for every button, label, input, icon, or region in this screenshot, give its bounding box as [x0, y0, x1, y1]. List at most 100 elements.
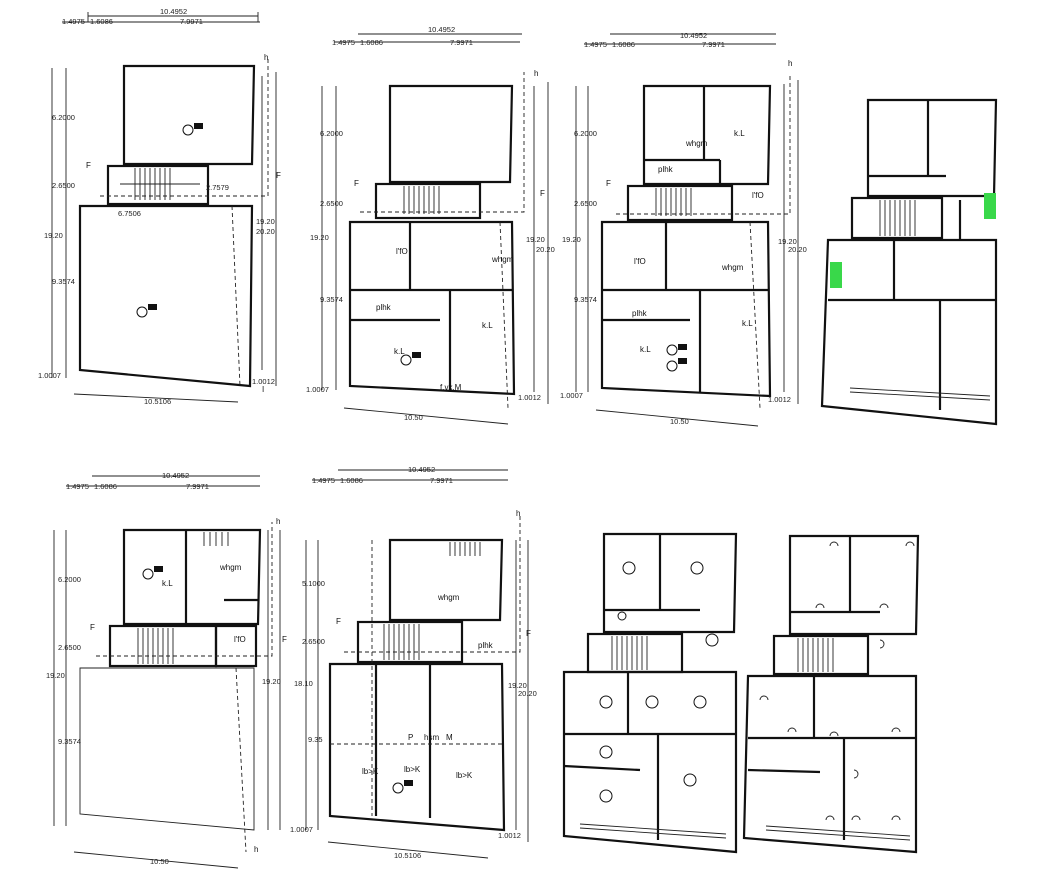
plan-3-dim-bottom: 10.50	[670, 417, 689, 426]
plan-4-highlight-window-1	[984, 193, 996, 219]
plan-1-dim-top: 10.4952	[160, 7, 187, 16]
plan-5-label-3: l'fO	[234, 635, 246, 644]
plan-5-dim-sub-a: 1.4975	[66, 482, 89, 491]
plan-6-label-7: lb>K	[404, 765, 421, 774]
plan-7-lighting-layout	[562, 532, 738, 854]
plan-2-dim-sub-a: 1.4975	[332, 38, 355, 47]
plan-5-drain-icon	[142, 566, 163, 580]
plan-5-marker-h1: h	[276, 517, 280, 526]
plan-5-dim-left-2: 2.6500	[58, 643, 81, 652]
plan-5-marker-f2: F	[282, 635, 287, 644]
plan-7-ceiling-lights	[599, 561, 719, 803]
plan-1-marker-f2: F	[276, 171, 281, 180]
plan-6-marker-f2: F	[526, 629, 531, 638]
plan-2-terrace	[388, 84, 514, 184]
plan-6-dim-left-1: 5.1000	[302, 579, 325, 588]
plan-1-stair-width: 6.7506	[118, 209, 141, 218]
plan-3-dim-left-3: 9.3574	[574, 295, 597, 304]
plan-1-stair-block	[106, 164, 210, 206]
plan-1-section-line-h	[100, 56, 269, 197]
plan-2-dim-sub-b: 1.6086	[360, 38, 383, 47]
plan-1-dim-right-b: 20.20	[256, 227, 275, 236]
plan-2-dim-left-2: 2.6500	[320, 199, 343, 208]
plan-1-dim-bottom: 10.5106	[144, 397, 171, 406]
plan-3-dim-right-b: 20.20	[788, 245, 807, 254]
plan-1-marker-f1: F	[86, 161, 91, 170]
plan-2-label-3: plhk	[376, 303, 392, 312]
plan-6-dim-left-2: 2.6500	[302, 637, 325, 646]
plan-6-label-5: M	[446, 733, 453, 742]
plan-3-dim-top: 10.4952	[680, 31, 707, 40]
plan-3-dim-corner: 1.0012	[768, 395, 791, 404]
plan-3-upper-rooms	[642, 84, 772, 186]
plan-1-stair-treads	[120, 168, 200, 200]
plan-1-stair-height: 2.7579	[206, 183, 229, 192]
plan-6-dim-bottom: 10.5106	[394, 851, 421, 860]
plan-3-label-4: l'fO	[752, 191, 764, 200]
plan-5-dim-sub-b: 1.6086	[94, 482, 117, 491]
plan-7-stair-treads	[611, 636, 648, 670]
plan-3-label-1: whgm	[685, 139, 708, 148]
plan-3-section-line-v	[749, 221, 761, 409]
plan-8-stair-treads	[797, 638, 834, 672]
plan-6-stair-treads-top	[449, 542, 481, 556]
plan-5-section-line-v	[235, 667, 247, 853]
plan-3-section-line-h	[616, 74, 791, 215]
plan-6-dim-sub-a: 1.4975	[312, 476, 335, 485]
plan-1-dim-sub-a: 1.4975	[62, 17, 85, 26]
plan-1-section-line-v	[231, 205, 241, 387]
plan-3-upper-walls	[644, 86, 722, 184]
plan-6-dim-right-b: 20.20	[518, 689, 537, 698]
plan-6-label-8: lb>K	[456, 771, 473, 780]
plan-5-dim-left-3: 9.3574	[58, 737, 81, 746]
plan-6-marker-f1: F	[336, 617, 341, 626]
plan-4-stair-block	[850, 196, 944, 240]
plan-6-section-line-h	[344, 514, 521, 653]
plan-6-dim-total-left: 18.10	[294, 679, 313, 688]
plan-5-upper-rooms	[122, 528, 262, 626]
plan-1-roof-upper	[122, 64, 256, 166]
plan-2-dim-total-left: 19.20	[310, 233, 329, 242]
plan-5-stair-treads	[137, 532, 229, 664]
plan-3-marker-h: h	[788, 59, 792, 68]
plan-3-dim-total-left: 19.20	[562, 235, 581, 244]
plan-3-dim-sub-b: 1.6086	[612, 40, 635, 49]
plan-5-dim-right-a: 19.20	[262, 677, 281, 686]
plan-6-dim-top: 10.4952	[408, 465, 435, 474]
plan-5-label-1: k.L	[162, 579, 173, 588]
plan-1-dim-right-a: 19.20	[256, 217, 275, 226]
plan-6-stair-treads	[383, 624, 420, 660]
plan-5-marker-f1: F	[90, 623, 95, 632]
plan-3-dim-sub-c: 7.9971	[702, 40, 725, 49]
plan-3-floor: 10.4952 1.4975 1.6086 7.9971 6.2000 2.65…	[560, 31, 807, 427]
plan-2-label-2: whgm	[491, 255, 514, 264]
plan-6-label-4: hsm	[424, 733, 439, 742]
plan-2-section-line-v	[499, 221, 509, 409]
plan-6-drain-icon	[392, 780, 413, 794]
plan-2-dim-top: 10.4952	[428, 25, 455, 34]
plan-3-dim-sub-a: 1.4975	[584, 40, 607, 49]
plan-2-marker-f1: F	[354, 179, 359, 188]
plan-1-dim-left-3: 9.3574	[52, 277, 75, 286]
plan-6-label-6: lb>K	[362, 767, 379, 776]
plan-6-dim-right-a: 19.20	[508, 681, 527, 690]
plan-3-label-9: k.L	[742, 319, 753, 328]
plan-5-marker-h2: h	[254, 845, 258, 854]
plan-6-dim-sub-b: 1.6086	[340, 476, 363, 485]
plan-2-marker-h: h	[534, 69, 538, 78]
plan-8-outlet-symbols	[759, 541, 915, 821]
plan-2-dim-corner: 1.0012	[518, 393, 541, 402]
plan-1-dim-left-1: 6.2000	[52, 113, 75, 122]
plan-1-dim-corner: 1.0012	[252, 377, 275, 386]
plan-6-floor: 10.4952 1.4975 1.6086 7.9971 5.1000 2.65…	[290, 465, 537, 860]
plan-3-stair-block	[626, 184, 734, 222]
plan-1-dim-total-left: 19.20	[44, 231, 63, 240]
plan-2-dim-right-b: 20.20	[536, 245, 555, 254]
plan-1-marker-i: I	[262, 385, 264, 394]
plan-4-highlight-window-2	[830, 262, 842, 288]
plan-2-dim-left-1: 6.2000	[320, 129, 343, 138]
plan-3-label-7: plhk	[632, 309, 648, 318]
plan-2-dim-left-4: 1.0007	[306, 385, 329, 394]
plan-5-dim-left-1: 6.2000	[58, 575, 81, 584]
